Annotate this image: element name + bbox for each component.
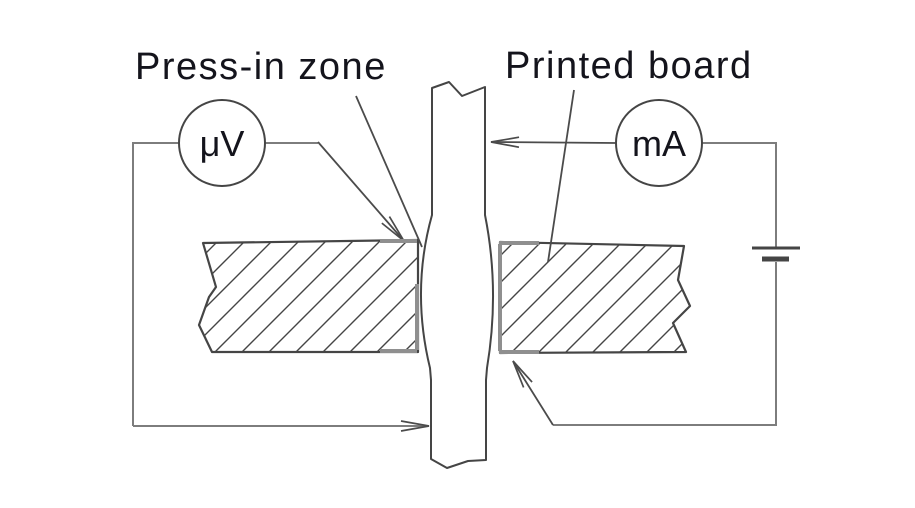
printed-board-left-section <box>197 238 420 354</box>
voltmeter-circle <box>178 99 266 187</box>
ammeter-right-wire <box>702 142 777 247</box>
current-return-arrow <box>512 360 554 426</box>
ammeter-circle <box>615 99 703 187</box>
battery-icon <box>752 246 800 262</box>
voltmeter-sense-arrow <box>317 141 405 242</box>
plated-hole-pads <box>380 239 539 354</box>
ammeter: mA <box>615 99 703 187</box>
voltmeter-label: μV <box>200 123 245 164</box>
ammeter-label: mA <box>632 123 686 164</box>
printed-board-caption: Printed board <box>505 45 753 87</box>
press-fit-pin <box>419 81 495 469</box>
voltmeter: μV <box>178 99 266 187</box>
battery-bottom-wire <box>553 262 777 426</box>
ammeter-wiring <box>490 136 777 426</box>
printed-board-leader <box>547 89 575 263</box>
current-flow-arrow <box>490 136 617 149</box>
voltmeter-left-wire <box>132 142 179 426</box>
voltmeter-wiring <box>132 141 430 432</box>
press-in-zone-caption: Press-in zone <box>135 46 387 88</box>
press-in-zone-leader <box>355 95 423 248</box>
printed-board-right-section <box>498 240 692 355</box>
